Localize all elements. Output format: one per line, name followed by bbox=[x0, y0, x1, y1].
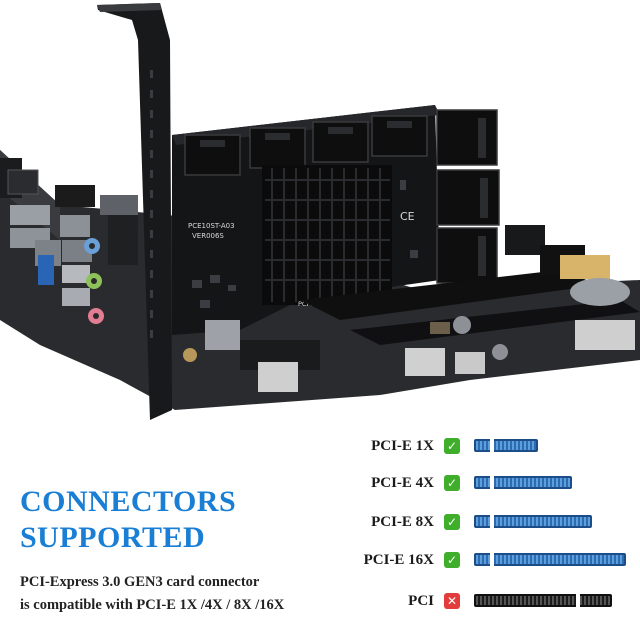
pcie-8x-slot-image bbox=[474, 515, 592, 528]
sata-expansion-card: PCE10ST-A03 VER006S PCI-E 1X 3.0 CE bbox=[172, 105, 500, 335]
slot-label: PCI-E 1X bbox=[371, 438, 434, 454]
description-line-2: is compatible with PCI-E 1X /4X / 8X /16… bbox=[20, 597, 285, 613]
sata-ports-side bbox=[436, 109, 500, 284]
description-line-1: PCI-Express 3.0 GEN3 card connector bbox=[20, 574, 260, 590]
check-icon: ✓ bbox=[444, 514, 460, 530]
check-icon: ✓ bbox=[444, 475, 460, 491]
cross-icon: ✕ bbox=[444, 593, 460, 609]
check-icon: ✓ bbox=[444, 438, 460, 454]
motherboard-components bbox=[183, 225, 640, 392]
slot-row-pci: PCI ✕ bbox=[0, 591, 640, 615]
pcie-16x-slot-image bbox=[474, 553, 626, 566]
ce-mark-text: CE bbox=[400, 210, 415, 223]
headline-line-1: CONNECTORS bbox=[20, 485, 237, 518]
card-version-text: VER006S bbox=[192, 232, 224, 240]
slot-row-pcie-4x: PCI-E 4X ✓ bbox=[0, 473, 640, 497]
slot-label: PCI bbox=[408, 593, 434, 609]
slot-label: PCI-E 8X bbox=[371, 514, 434, 530]
slot-label: PCI-E 4X bbox=[371, 475, 434, 491]
check-icon: ✓ bbox=[444, 552, 460, 568]
sata-ports-top bbox=[184, 115, 428, 176]
slot-label: PCI-E 16X bbox=[363, 552, 434, 568]
connectors-headline: CONNECTORS SUPPORTED bbox=[20, 484, 236, 556]
headline-line-2: SUPPORTED bbox=[20, 521, 206, 554]
pcie-1x-slot-image bbox=[474, 439, 538, 452]
pci-slot-image bbox=[474, 594, 612, 607]
heatsink bbox=[262, 165, 392, 305]
product-photo: PCE10ST-A03 VER006S PCI-E 1X 3.0 CE bbox=[0, 3, 640, 420]
slot-row-pcie-8x: PCI-E 8X ✓ bbox=[0, 512, 640, 536]
pcie-4x-slot-image bbox=[474, 476, 572, 489]
compatibility-description: PCI-Express 3.0 GEN3 card connector is c… bbox=[20, 571, 284, 617]
slot-row-pcie-16x: PCI-E 16X ✓ bbox=[0, 550, 640, 574]
rear-io-ports bbox=[0, 158, 138, 324]
pcie-bracket bbox=[97, 3, 172, 420]
slot-row-pcie-1x: PCI-E 1X ✓ bbox=[0, 436, 640, 460]
card-model-text: PCE10ST-A03 bbox=[188, 222, 235, 230]
